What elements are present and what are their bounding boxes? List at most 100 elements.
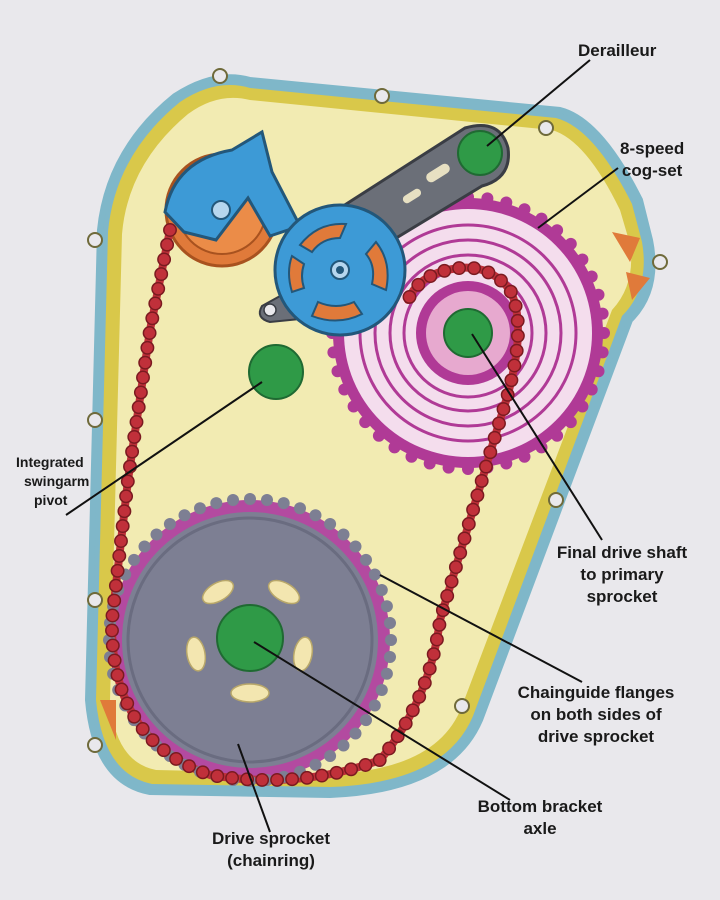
chain-link [411, 277, 426, 292]
chain-link [108, 578, 123, 593]
label-final-drive: Final drive shaft to primary sprocket [556, 543, 688, 606]
mount-hole [374, 88, 390, 104]
chain-link [492, 416, 506, 431]
chain-link [372, 753, 387, 768]
chain-link [145, 733, 160, 748]
label-drive-sprocket: Drive sprocket (chainring) [211, 829, 331, 870]
chain-links [105, 223, 525, 787]
chain-link [270, 772, 285, 787]
chain-link [120, 696, 135, 711]
chain-link [125, 444, 140, 459]
chain-link [474, 473, 489, 488]
chain-link [405, 703, 420, 718]
chain-link [402, 289, 417, 304]
chain-link [423, 269, 438, 284]
housing-rib [100, 700, 116, 740]
chain-link [157, 252, 172, 267]
chain-link [115, 519, 130, 534]
housing-rib [626, 272, 650, 300]
chain-link [358, 758, 373, 772]
chain-link [437, 263, 452, 278]
mount-hole [87, 412, 103, 428]
chain-link [496, 402, 511, 417]
label-bottom-bracket: Bottom bracket axle [477, 797, 603, 838]
chain-link [117, 504, 132, 519]
chain-link [398, 716, 413, 731]
chain-link [127, 429, 142, 444]
chain-link [494, 273, 508, 288]
chainring-slot [267, 579, 301, 605]
chain-link [487, 430, 502, 445]
chain-link [466, 502, 481, 517]
chain-link [479, 459, 493, 474]
bottom-bracket-axle [216, 604, 284, 672]
chain-link [467, 261, 482, 276]
chain-link [163, 223, 177, 237]
mount-hole [87, 737, 103, 753]
chain-link [503, 284, 518, 299]
mount-hole [548, 492, 564, 508]
chain-link [329, 765, 344, 780]
chain-link [127, 709, 142, 724]
chain-link [510, 313, 525, 328]
chain-link [107, 593, 122, 608]
chain-link [507, 358, 522, 373]
chain-link [110, 563, 125, 578]
label-chainguide: Chainguide flanges on both sides of driv… [517, 683, 675, 746]
label-swingarm-pivot: Integrated swingarm pivot [16, 454, 90, 508]
mount-hole [538, 120, 554, 136]
leader-line-bottom-bracket [253, 641, 511, 801]
chain-link [140, 340, 155, 355]
chain-link [461, 517, 476, 531]
chain-link [444, 574, 459, 589]
chain-link [500, 387, 515, 402]
label-cogset: 8-speed cog-set [620, 139, 685, 180]
chain-link [285, 772, 300, 787]
chain-link [508, 298, 523, 313]
chain-link [426, 647, 441, 662]
mount-hole [652, 254, 668, 270]
derailleur-pivot [457, 130, 503, 176]
chain-link [422, 661, 437, 676]
mount-hole [87, 592, 103, 608]
mount-hole [212, 68, 228, 84]
chain-link [417, 675, 432, 690]
chain-link [225, 771, 240, 785]
derailleur [163, 124, 510, 337]
chain-link [156, 743, 171, 758]
chain-link [129, 415, 144, 429]
chain-link [483, 445, 498, 460]
chain-link [300, 770, 314, 785]
final-drive-shaft [443, 308, 493, 358]
chain-link [195, 765, 210, 780]
chain-link [344, 762, 359, 777]
chain-link [105, 638, 120, 653]
chain-link [136, 370, 150, 385]
chain-link [105, 623, 119, 638]
mount-hole [454, 698, 470, 714]
chain-link [429, 632, 444, 647]
chain-link [154, 267, 169, 282]
swingarm-pivot [248, 344, 304, 400]
chain-link [114, 534, 128, 548]
chain-link [119, 489, 134, 504]
chainring-slot [230, 683, 270, 703]
chain-link [481, 265, 496, 280]
chain-link [110, 668, 125, 683]
chain-link [470, 488, 485, 503]
chain-link [432, 617, 447, 632]
leader-line-final-drive [471, 333, 603, 541]
housing-rib [612, 232, 640, 262]
chain-link [440, 588, 455, 603]
chain-link [142, 326, 157, 340]
chain-link [131, 400, 146, 415]
chainring-slot [201, 579, 235, 605]
chain-link [255, 772, 270, 787]
leader-line-cogset [537, 167, 619, 229]
chain-link [138, 355, 153, 370]
chain-link [120, 474, 135, 489]
chain-link [210, 769, 225, 784]
chain-link [509, 343, 524, 358]
chain-link [453, 545, 468, 560]
